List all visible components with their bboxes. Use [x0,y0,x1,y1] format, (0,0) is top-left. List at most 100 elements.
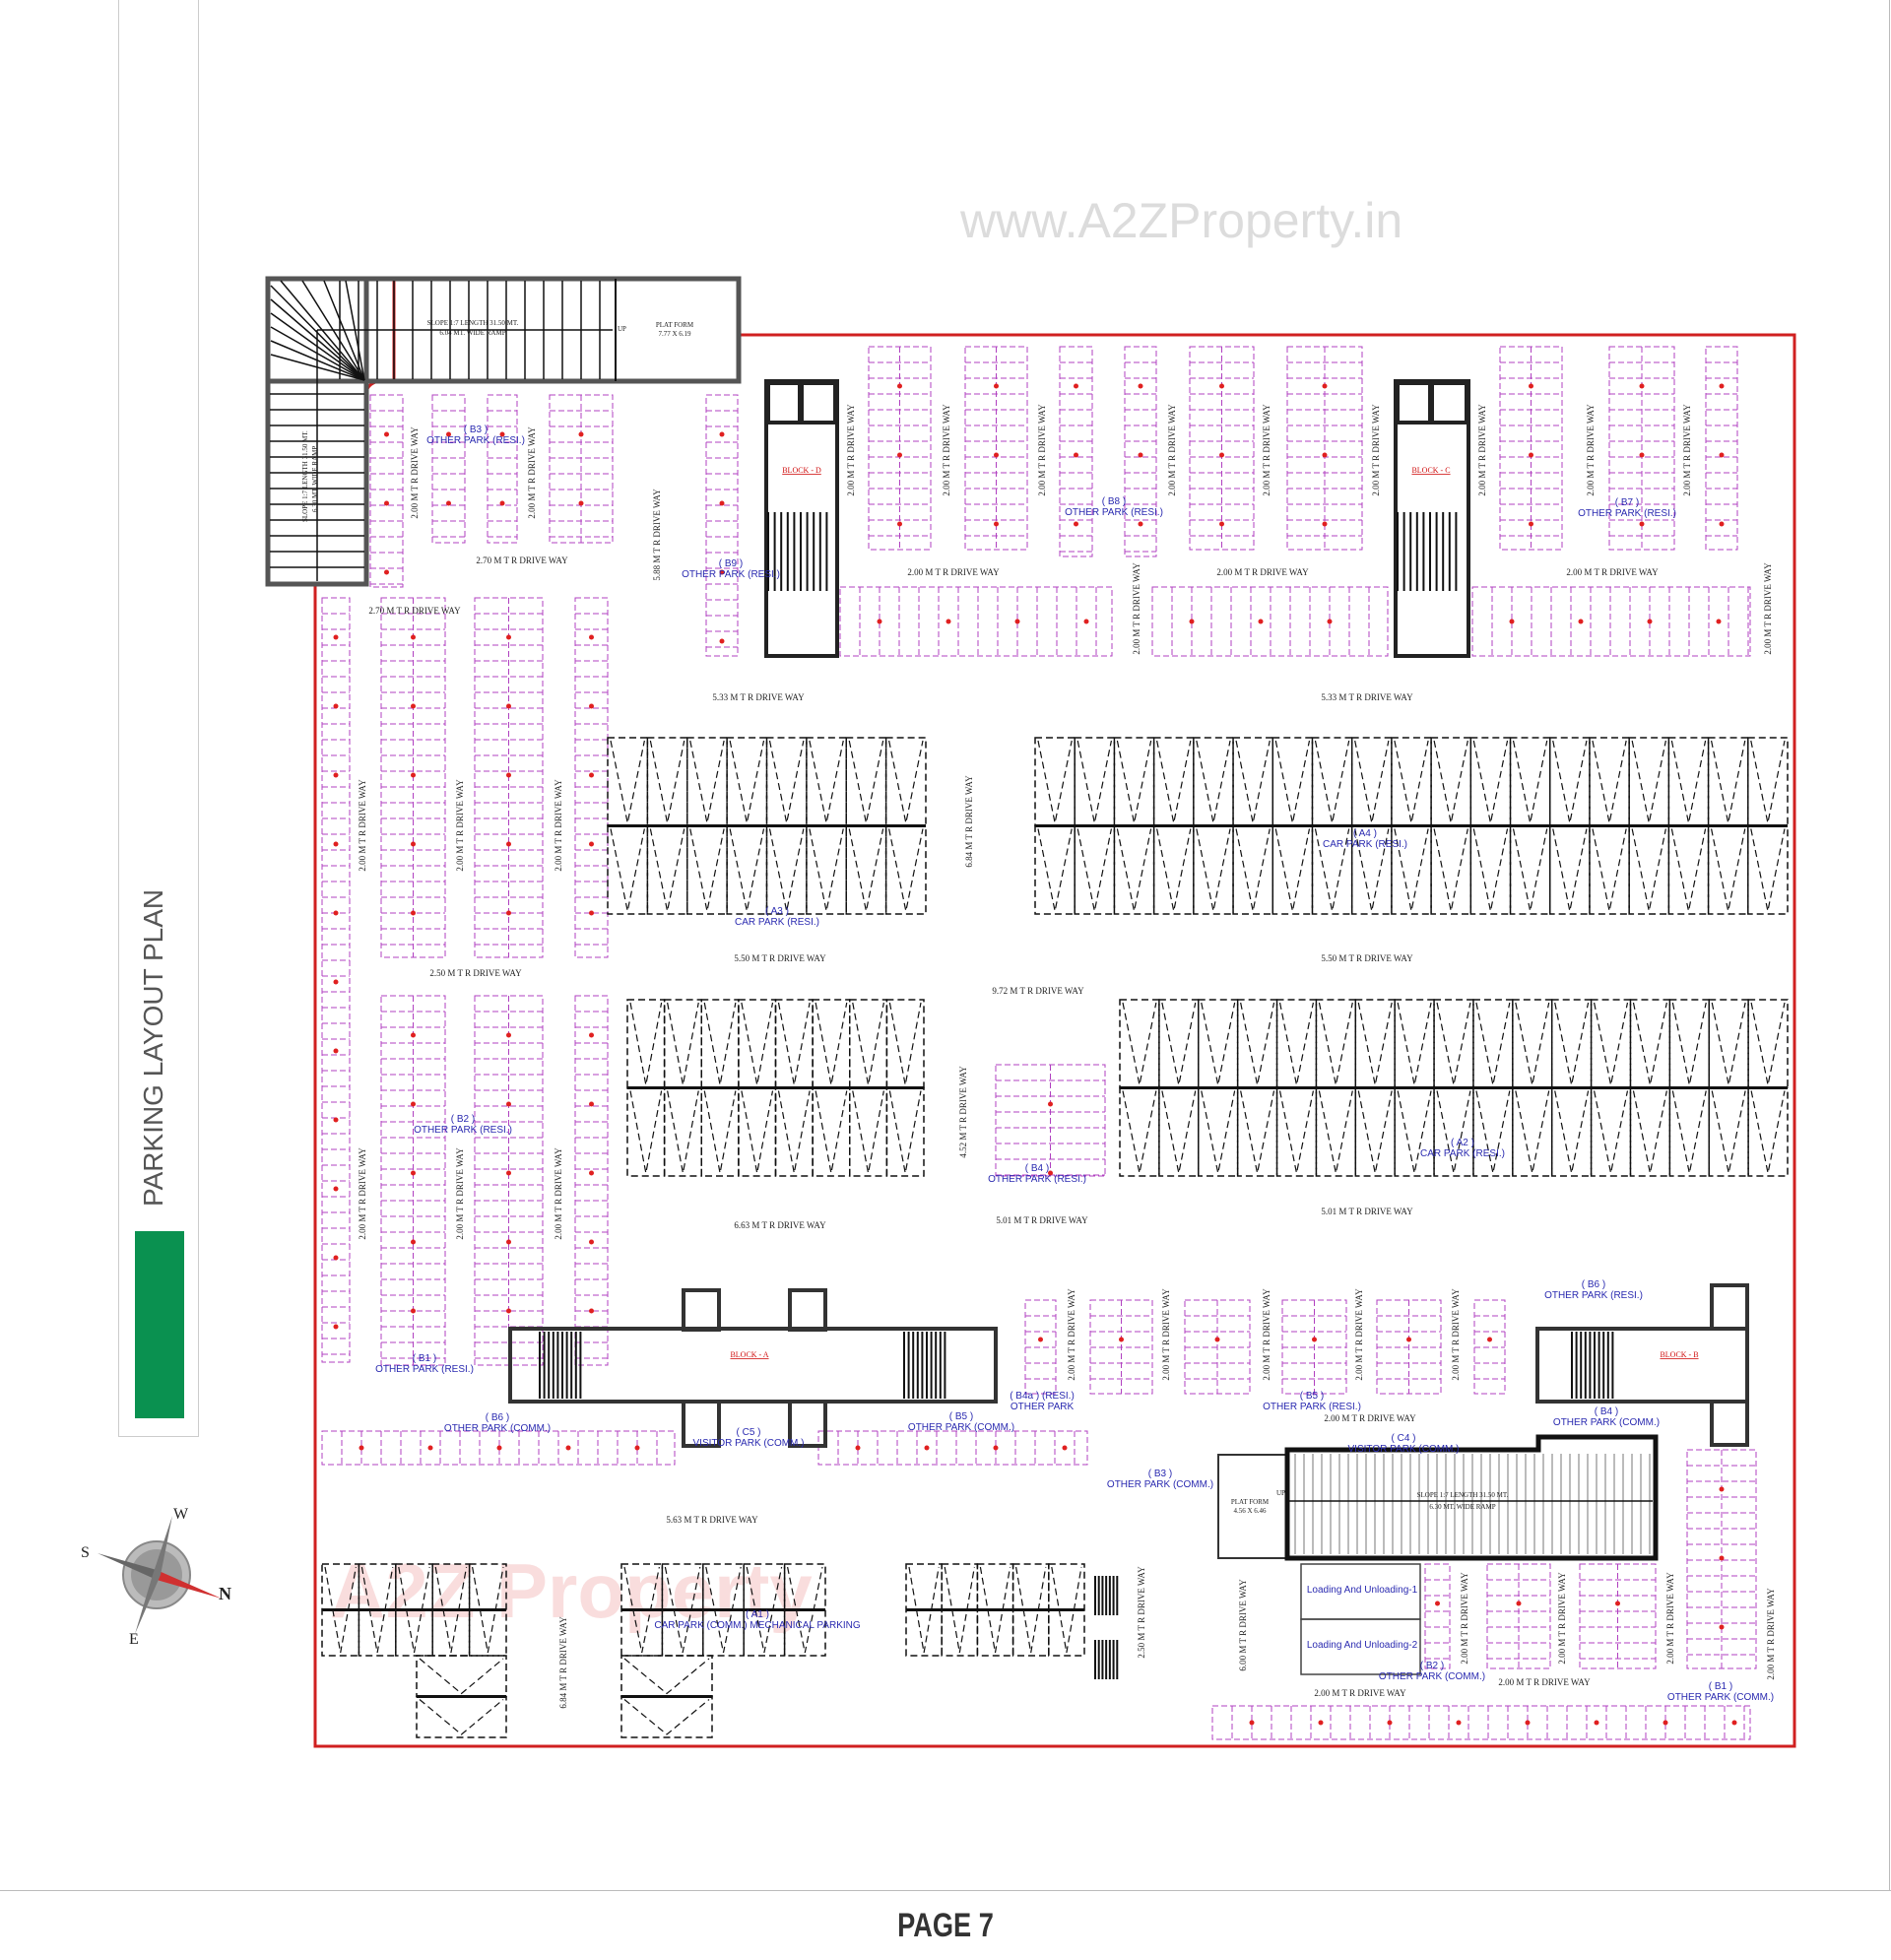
driveway-label: 2.00 M T R DRIVE WAY [1132,562,1141,655]
sprinkler-icon [589,1239,594,1245]
parking-bay-group [1281,1299,1347,1395]
driveway-label: 2.00 M T R DRIVE WAY [1354,1288,1364,1381]
parking-bay-group [1376,1299,1442,1395]
driveway-label: 2.00 M T R DRIVE WAY [455,1147,465,1240]
block-b-core [1535,1283,1749,1447]
sprinkler-icon [1716,619,1722,624]
driveway-label: 2.00 M T R DRIVE WAY [554,1147,563,1240]
parking-bay-group [1059,346,1093,557]
sprinkler-icon [333,1324,339,1330]
mechanical-parking-cell [1113,824,1155,915]
mechanical-parking-cell [885,1086,925,1177]
parking-bay-group [1499,346,1563,551]
sprinkler-icon [506,1308,511,1314]
driveway-label: 2.00 M T R DRIVE WAY [907,567,1000,577]
parking-bays [321,346,1757,1740]
sprinkler-icon [411,910,416,916]
parking-bay-group [1286,346,1363,551]
mechanical-parking-cell [620,1695,713,1738]
sprinkler-icon [877,619,882,624]
sprinkler-icon [1525,1720,1531,1726]
parking-zone-label: OTHER PARK (RESI.) [682,569,780,580]
page-border [0,1890,1891,1891]
mechanical-parking-cell [806,737,847,827]
sprinkler-icon [411,703,416,709]
sprinkler-icon [333,703,339,709]
mechanical-parking-cell [607,737,649,827]
mechanical-parking-cell [1232,737,1274,827]
sprinkler-icon [359,1445,364,1451]
platform-label: PLAT FORM [656,321,694,329]
top-ramp: PLAT FORM 7.77 X 6.19 SLOPE 1:7 LENGTH 3… [265,276,742,587]
driveway-label: 2.00 M T R DRIVE WAY [455,779,465,872]
parking-zone-label: OTHER PARK (COMM.) [1379,1671,1485,1682]
driveway-label: 2.00 M T R DRIVE WAY [1451,1288,1461,1381]
sprinkler-icon [411,634,416,640]
mechanical-parking-cell [1350,824,1393,915]
sprinkler-icon [719,431,725,437]
driveway-label: 5.50 M T R DRIVE WAY [734,953,826,963]
parking-zone-code: ( B7 ) [1615,497,1639,508]
sprinkler-icon [578,431,584,437]
sprinkler-icon [993,1445,999,1451]
parking-zone-code: ( C5 ) [737,1427,761,1438]
driveway-label: 2.50 M T R DRIVE WAY [429,968,522,978]
mechanical-parking-cell [1472,1086,1514,1177]
driveway-label: 2.70 M T R DRIVE WAY [368,606,461,616]
mechanical-parking-cell [1548,737,1591,827]
sprinkler-icon [719,569,725,575]
mechanical-parking-grid [416,1655,507,1738]
sprinkler-icon [1594,1720,1599,1726]
parking-zone-code: ( B5 ) [949,1411,973,1422]
sprinkler-icon [897,383,902,389]
mechanical-parking-grid [620,1563,826,1657]
watermark-url: www.A2ZProperty.in [960,193,1403,248]
parking-bay-group [1705,346,1738,551]
page-border [1889,0,1890,1891]
sprinkler-icon [578,500,584,506]
sprinkler-icon [589,1032,594,1038]
block-d-label: BLOCK - D [782,466,821,475]
sprinkler-icon [446,500,451,506]
ramp-slope: SLOPE 1:7 LENGTH 31.50 MT. [1417,1491,1509,1499]
sprinkler-icon [499,431,505,437]
mechanical-parking-cell [1394,999,1435,1089]
sprinkler-icon [384,569,389,575]
sprinkler-icon [1322,383,1328,389]
sprinkler-icon [1219,521,1224,527]
driveway-label: 5.01 M T R DRIVE WAY [996,1215,1088,1225]
sprinkler-icon [1048,1101,1053,1107]
driveway-label: 5.50 M T R DRIVE WAY [1321,953,1413,963]
mechanical-parking-grid [607,737,927,915]
driveway-label: 2.00 M T R DRIVE WAY [1067,1288,1076,1381]
mechanical-parking-cell [416,1695,507,1738]
sprinkler-icon [1639,383,1645,389]
block-a-core [508,1288,998,1448]
sprinkler-icon [1048,1170,1053,1176]
sprinkler-icon [589,841,594,847]
mechanical-parking-cell [1747,737,1789,827]
sprinkler-icon [1387,1720,1393,1726]
driveway-label: 2.00 M T R DRIVE WAY [1371,404,1381,496]
sprinkler-icon [1529,383,1533,389]
mechanical-parking-cell [1193,737,1234,827]
sprinkler-icon [589,703,594,709]
mechanical-parking-cell [738,999,777,1089]
mechanical-parking-cell [626,999,666,1089]
sprinkler-icon [1258,619,1264,624]
parking-zone-label: OTHER PARK (RESI.) [1065,507,1163,518]
parking-bay-group [1471,586,1751,657]
driveway-label: 2.00 M T R DRIVE WAY [1477,404,1487,496]
parking-zone-code: ( A2 ) [1451,1138,1474,1148]
sprinkler-icon [1014,619,1020,624]
sprinkler-icon [1214,1337,1220,1342]
driveway-label: 2.00 M T R DRIVE WAY [1037,404,1047,496]
parking-zone-code: ( A3 ) [765,906,789,917]
ramp-slope: SLOPE 1:7 LENGTH 31.50 MT. [427,319,519,327]
mechanical-parking-cell [1509,824,1551,915]
mechanical-parking-grid [321,1563,507,1657]
mechanical-parking-cell [700,1086,740,1177]
mechanical-parking-cell [1152,824,1195,915]
sprinkler-icon [411,841,416,847]
sprinkler-icon [565,1445,571,1451]
